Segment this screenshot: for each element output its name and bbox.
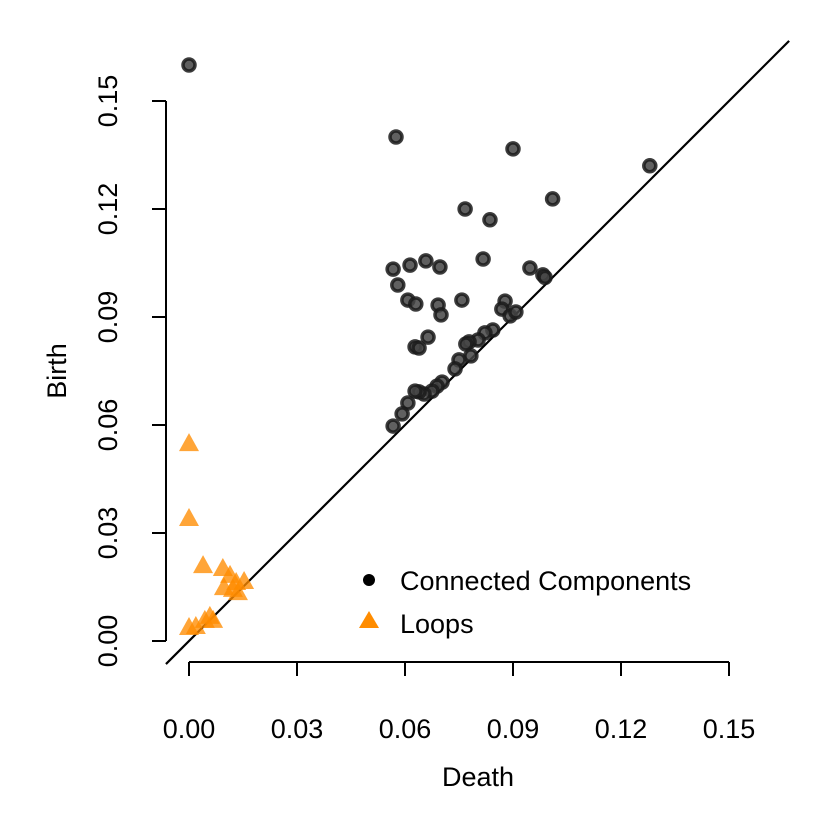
- x-tick-label: 0.06: [379, 714, 432, 744]
- y-tick-label: 0.15: [93, 75, 123, 128]
- connected-component-point: [420, 329, 436, 345]
- connected-component-point: [544, 191, 561, 207]
- connected-component-point: [418, 253, 434, 269]
- connected-component-point: [537, 269, 553, 286]
- connected-component-point: [447, 361, 463, 377]
- x-tick-label: 0.12: [595, 714, 648, 744]
- connected-component-point: [390, 277, 406, 293]
- y-tick-label: 0.12: [93, 183, 123, 236]
- legend-label-loops: Loops: [400, 609, 474, 639]
- connected-component-point: [475, 251, 491, 267]
- y-tick-label: 0.03: [93, 507, 123, 560]
- loop-point: [193, 555, 214, 574]
- connected-component-point: [402, 257, 418, 273]
- legend-label-connected-components: Connected Components: [400, 566, 691, 596]
- connected-component-point: [411, 340, 427, 356]
- loop-point: [179, 617, 199, 636]
- y-tick-label: 0.00: [93, 615, 123, 668]
- connected-component-point: [508, 304, 524, 320]
- connected-component-point: [522, 260, 538, 276]
- connected-component-point: [433, 307, 449, 323]
- connected-component-point: [505, 141, 521, 157]
- loop-point: [203, 609, 224, 628]
- connected-component-point: [388, 129, 404, 145]
- x-tick-label: 0.00: [163, 714, 216, 744]
- connected-component-point: [482, 212, 498, 228]
- connected-component-point: [432, 259, 448, 275]
- connected-component-point: [642, 158, 658, 174]
- legend-marker-loops: [359, 611, 379, 628]
- connected-component-point: [385, 261, 401, 277]
- connected-component-point: [454, 292, 470, 308]
- loop-point: [179, 433, 199, 452]
- x-tick-label: 0.15: [703, 714, 756, 744]
- connected-component-point: [457, 201, 473, 217]
- y-axis-label: Birth: [42, 343, 72, 399]
- loop-point: [227, 582, 248, 601]
- connected-component-point: [385, 418, 401, 434]
- x-tick-label: 0.09: [487, 714, 540, 744]
- connected-component-point: [408, 296, 424, 312]
- connected-component-point: [394, 406, 410, 422]
- x-tick-label: 0.03: [271, 714, 324, 744]
- axes: [165, 101, 729, 663]
- legend-marker-connected-components: [363, 574, 375, 586]
- connected-component-point: [407, 383, 423, 399]
- x-axis-label: Death: [442, 762, 514, 792]
- legend: Connected Components Loops: [359, 566, 691, 639]
- y-tick-label: 0.09: [93, 291, 123, 344]
- connected-component-point: [181, 57, 197, 73]
- y-tick-label: 0.06: [93, 399, 123, 452]
- loop-point: [179, 507, 199, 526]
